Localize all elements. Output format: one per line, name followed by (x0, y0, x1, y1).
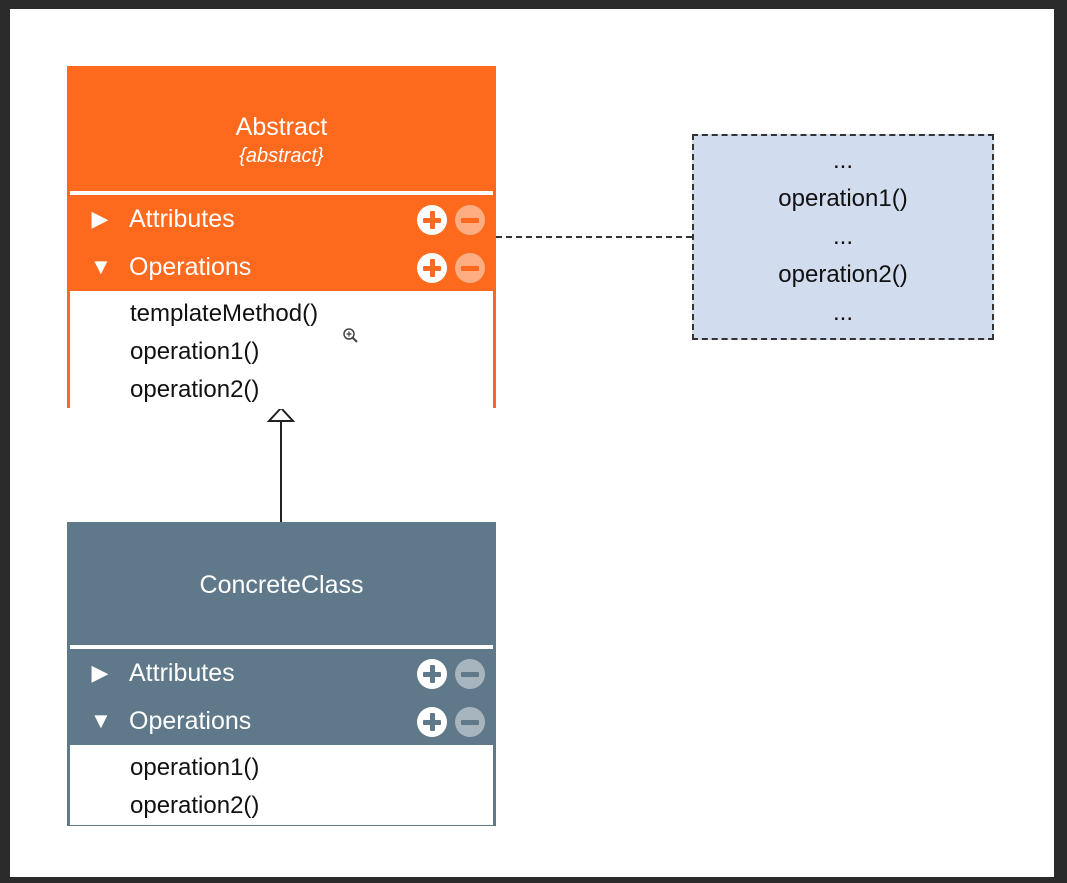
class-header: Abstract {abstract} (70, 69, 493, 191)
collapsed-triangle-icon[interactable]: ▶ (91, 206, 109, 231)
attributes-section[interactable]: ▶ Attributes (70, 195, 493, 243)
expanded-triangle-icon[interactable]: ▼ (90, 708, 112, 733)
concrete-class-box[interactable]: ConcreteClass ▶ Attributes ▼ Operations … (67, 522, 496, 826)
connectors (266, 236, 692, 522)
operations-list: templateMethod() operation1() operation2… (70, 291, 493, 409)
attributes-label: Attributes (129, 658, 235, 687)
note-box[interactable]: ... operation1() ... operation2() ... (692, 134, 994, 340)
attributes-section[interactable]: ▶ Attributes (70, 649, 493, 697)
operation-item[interactable]: templateMethod() (130, 300, 319, 327)
generalization-arrowhead (266, 406, 296, 422)
add-attribute-icon[interactable] (417, 659, 447, 689)
add-attribute-icon[interactable] (417, 205, 447, 235)
diagram-canvas: Abstract {abstract} ▶ Attributes ▼ Opera… (10, 9, 1054, 877)
note-line: operation1() (778, 185, 908, 212)
attributes-label: Attributes (129, 204, 235, 233)
operations-label: Operations (129, 252, 252, 281)
class-header: ConcreteClass (70, 525, 493, 645)
operation-item[interactable]: operation2() (130, 792, 260, 819)
add-operation-icon[interactable] (417, 707, 447, 737)
remove-operation-icon[interactable] (455, 253, 485, 283)
operation-item[interactable]: operation1() (130, 754, 260, 781)
note-line: ... (832, 147, 853, 174)
class-name: ConcreteClass (199, 571, 364, 599)
operation-item[interactable]: operation2() (130, 376, 260, 403)
class-stereotype: {abstract} (239, 145, 324, 167)
remove-operation-icon[interactable] (455, 707, 485, 737)
collapsed-triangle-icon[interactable]: ▶ (91, 660, 109, 685)
operations-list: operation1() operation2() (70, 745, 493, 825)
note-line: operation2() (778, 261, 908, 288)
operations-section[interactable]: ▼ Operations (70, 243, 493, 291)
header-divider (72, 645, 491, 649)
remove-attribute-icon[interactable] (455, 659, 485, 689)
remove-attribute-icon[interactable] (455, 205, 485, 235)
abstract-class-box[interactable]: Abstract {abstract} ▶ Attributes ▼ Opera… (67, 66, 496, 409)
operations-section[interactable]: ▼ Operations (70, 697, 493, 745)
note-line: ... (832, 223, 853, 250)
operations-label: Operations (129, 706, 252, 735)
expanded-triangle-icon[interactable]: ▼ (90, 254, 112, 279)
zoom-cursor-icon (343, 328, 358, 343)
class-name: Abstract (235, 113, 328, 141)
note-line: ... (832, 299, 853, 326)
add-operation-icon[interactable] (417, 253, 447, 283)
header-divider (72, 191, 491, 195)
operation-item[interactable]: operation1() (130, 338, 260, 365)
